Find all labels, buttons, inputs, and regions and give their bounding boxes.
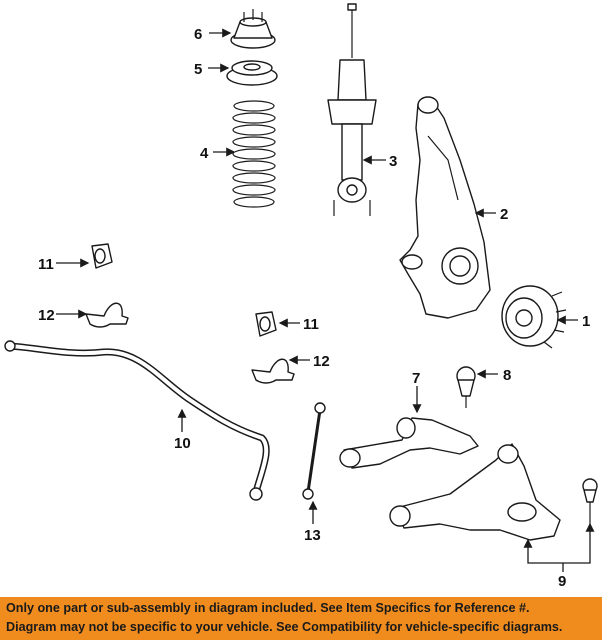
bracket-part-lower [251, 358, 295, 384]
coil-spring-part [232, 100, 276, 208]
callout-6: 6 [194, 26, 202, 43]
ball-joint-part [456, 366, 598, 524]
lower-control-arm-part [389, 443, 561, 541]
callout-10: 10 [174, 435, 191, 452]
callout-11-lower: 11 [303, 316, 319, 333]
callout-2: 2 [500, 206, 508, 223]
callout-9: 9 [558, 573, 566, 590]
leader-lines [56, 28, 595, 572]
disclaimer-line-2: Diagram may not be specific to your vehi… [6, 620, 563, 634]
stabilizer-bar-part [4, 340, 270, 501]
callout-12-upper: 12 [38, 307, 55, 324]
callout-1: 1 [582, 313, 590, 330]
bracket-part-upper [85, 302, 129, 328]
callout-8: 8 [503, 367, 511, 384]
callout-4: 4 [200, 145, 209, 162]
disclaimer-line-1: Only one part or sub-assembly in diagram… [6, 601, 530, 615]
knuckle-part [399, 96, 491, 319]
callout-3: 3 [389, 153, 397, 170]
disclaimer-banner: Only one part or sub-assembly in diagram… [0, 597, 602, 640]
callout-labels: 6 5 4 3 2 1 11 12 11 12 10 8 7 13 9 [38, 26, 590, 590]
callout-7: 7 [412, 370, 420, 387]
spring-seat-part [226, 60, 278, 86]
wheel-hub-part [501, 285, 567, 349]
callout-13: 13 [304, 527, 321, 544]
strut-mount-part [230, 9, 276, 49]
suspension-parts-diagram: 6 5 4 3 2 1 11 12 11 12 10 8 7 13 9 [4, 3, 598, 590]
bushing-part-upper [91, 243, 113, 269]
upper-control-arm-part [339, 417, 479, 469]
strut-part [327, 3, 377, 216]
callout-11-upper: 11 [38, 256, 54, 273]
callout-12-lower: 12 [313, 353, 330, 370]
stabilizer-link-part [302, 402, 326, 500]
callout-5: 5 [194, 61, 202, 78]
bushing-part-lower [255, 311, 277, 337]
